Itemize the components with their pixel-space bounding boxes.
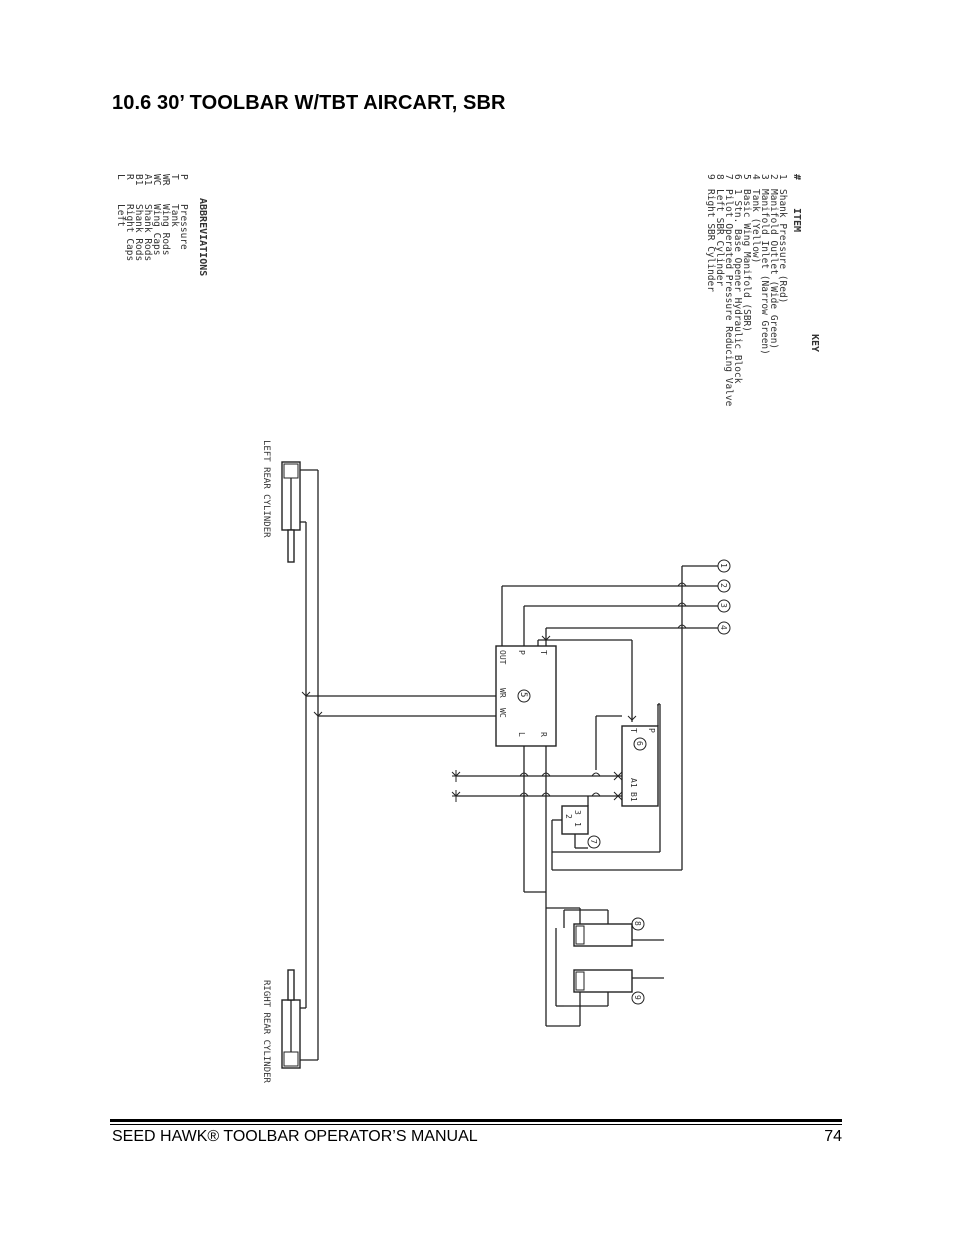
abbr-meaning: Wing Rods	[160, 204, 171, 255]
key-item-num: 2	[768, 174, 779, 180]
valve-number: 7	[589, 839, 598, 844]
manifold-number: 5	[518, 692, 528, 697]
abbr-meaning: Left	[115, 204, 126, 227]
abbr-code: WR	[160, 174, 171, 186]
sbr-cylinder-number: 9	[633, 995, 642, 1000]
shank-lines	[451, 770, 623, 802]
right-sbr-cylinder: 9	[573, 969, 664, 1005]
manifold-port-wr: WR	[498, 688, 507, 698]
block-number: 6	[635, 741, 644, 746]
key-item-num: 6	[732, 174, 743, 180]
hose-number: 3	[719, 603, 728, 608]
abbr-meaning: Tank	[169, 204, 180, 227]
key-legend: KEY # ITEM 1 Shank Pressure (Red) 2 Mani…	[705, 174, 820, 407]
valve-port-2: 2	[564, 814, 573, 819]
footer-manual-title: SEED HAWK® TOOLBAR OPERATOR’S MANUAL	[112, 1128, 478, 1145]
pressure-reducing-valve: 3 2 1 7	[551, 796, 682, 871]
manifold-port-out: OUT	[498, 650, 507, 665]
block-port-t: T	[629, 728, 638, 733]
manifold-port-l: L	[517, 732, 526, 737]
right-cylinder-label: RIGHT REAR CYLINDER	[261, 980, 271, 1084]
footer-page-number: 74	[824, 1128, 842, 1145]
abbr-code: P	[178, 174, 189, 180]
manifold-port-r: R	[539, 732, 548, 737]
abbr-code: WC	[151, 174, 162, 185]
right-rear-cylinder	[281, 969, 318, 1069]
key-item-label: Tank (Yellow)	[750, 189, 761, 263]
key-item-label: Left SBR Cylinder	[714, 189, 725, 287]
left-sbr-cylinder: 8	[573, 917, 664, 947]
hose-port-markers: 1 2 3 4	[717, 559, 731, 635]
key-col-num: #	[791, 174, 802, 180]
key-item-label: 1 Stn. Base Opener Hydraulic Block	[732, 189, 743, 384]
block-port-b1: B1	[629, 792, 638, 802]
key-title: KEY	[809, 334, 820, 352]
valve-port-1: 1	[573, 822, 582, 827]
block-port-a1: A1	[629, 778, 638, 788]
abbr-code: T	[169, 174, 180, 180]
key-item-num: 9	[705, 174, 716, 180]
key-item-label: Manifold Inlet (Narrow Green)	[759, 189, 770, 355]
manifold-port-t: T	[539, 650, 548, 655]
hose-number: 4	[719, 625, 728, 630]
abbreviations-title: ABBREVIATIONS	[197, 198, 208, 276]
sbr-hoses	[523, 746, 609, 1027]
abbr-code: A1	[142, 174, 153, 186]
key-item-num: 5	[741, 174, 752, 180]
abbreviations-legend: ABBREVIATIONS P Pressure T Tank WR Wing …	[115, 174, 208, 276]
block-port-p: P	[647, 728, 656, 733]
key-item-num: 3	[759, 174, 770, 180]
abbr-meaning: Shank Rods	[142, 204, 153, 261]
abbr-code: R	[124, 174, 135, 180]
abbr-code: B1	[133, 174, 144, 186]
key-item-label: Basic Wing Manifold (SBR)	[741, 189, 752, 332]
abbr-code: L	[115, 174, 126, 180]
abbr-meaning: Right Caps	[124, 204, 135, 261]
footer-rule	[110, 1124, 842, 1125]
hydraulic-block: 6 P T A1 B1	[552, 703, 661, 853]
key-item-label: Pilot Operated Pressure Reducing Valve	[723, 189, 734, 407]
hose-number: 2	[719, 583, 728, 588]
cylinder-hoses	[301, 470, 496, 1060]
hose-number: 1	[719, 563, 728, 568]
abbr-meaning: Shank Rods	[133, 204, 144, 261]
key-item-num: 1	[777, 174, 788, 180]
footer-rule	[110, 1119, 842, 1122]
key-item-label: Shank Pressure (Red)	[777, 189, 788, 303]
sbr-cylinder-number: 8	[633, 921, 642, 926]
key-item-num: 4	[750, 174, 761, 180]
manifold-port-wc: WC	[498, 708, 507, 718]
left-cylinder-label: LEFT REAR CYLINDER	[261, 440, 271, 538]
left-rear-cylinder	[281, 461, 318, 563]
key-item-label: Manifold Outlet (Wide Green)	[768, 189, 779, 349]
section-title: 10.6 30’ TOOLBAR W/TBT AIRCART, SBR	[112, 92, 506, 114]
abbr-meaning: Pressure	[178, 204, 189, 250]
key-item-num: 8	[714, 174, 725, 180]
key-item-num: 7	[723, 174, 734, 180]
valve-port-3: 3	[573, 810, 582, 815]
manifold-port-p: P	[517, 650, 526, 655]
abbr-meaning: Wing Caps	[151, 204, 162, 255]
key-item-label: Right SBR Cylinder	[705, 189, 716, 292]
wing-manifold: 5 T P OUT WR WC R L	[495, 645, 557, 747]
hose-lines	[501, 565, 718, 870]
key-col-item: ITEM	[791, 208, 802, 232]
